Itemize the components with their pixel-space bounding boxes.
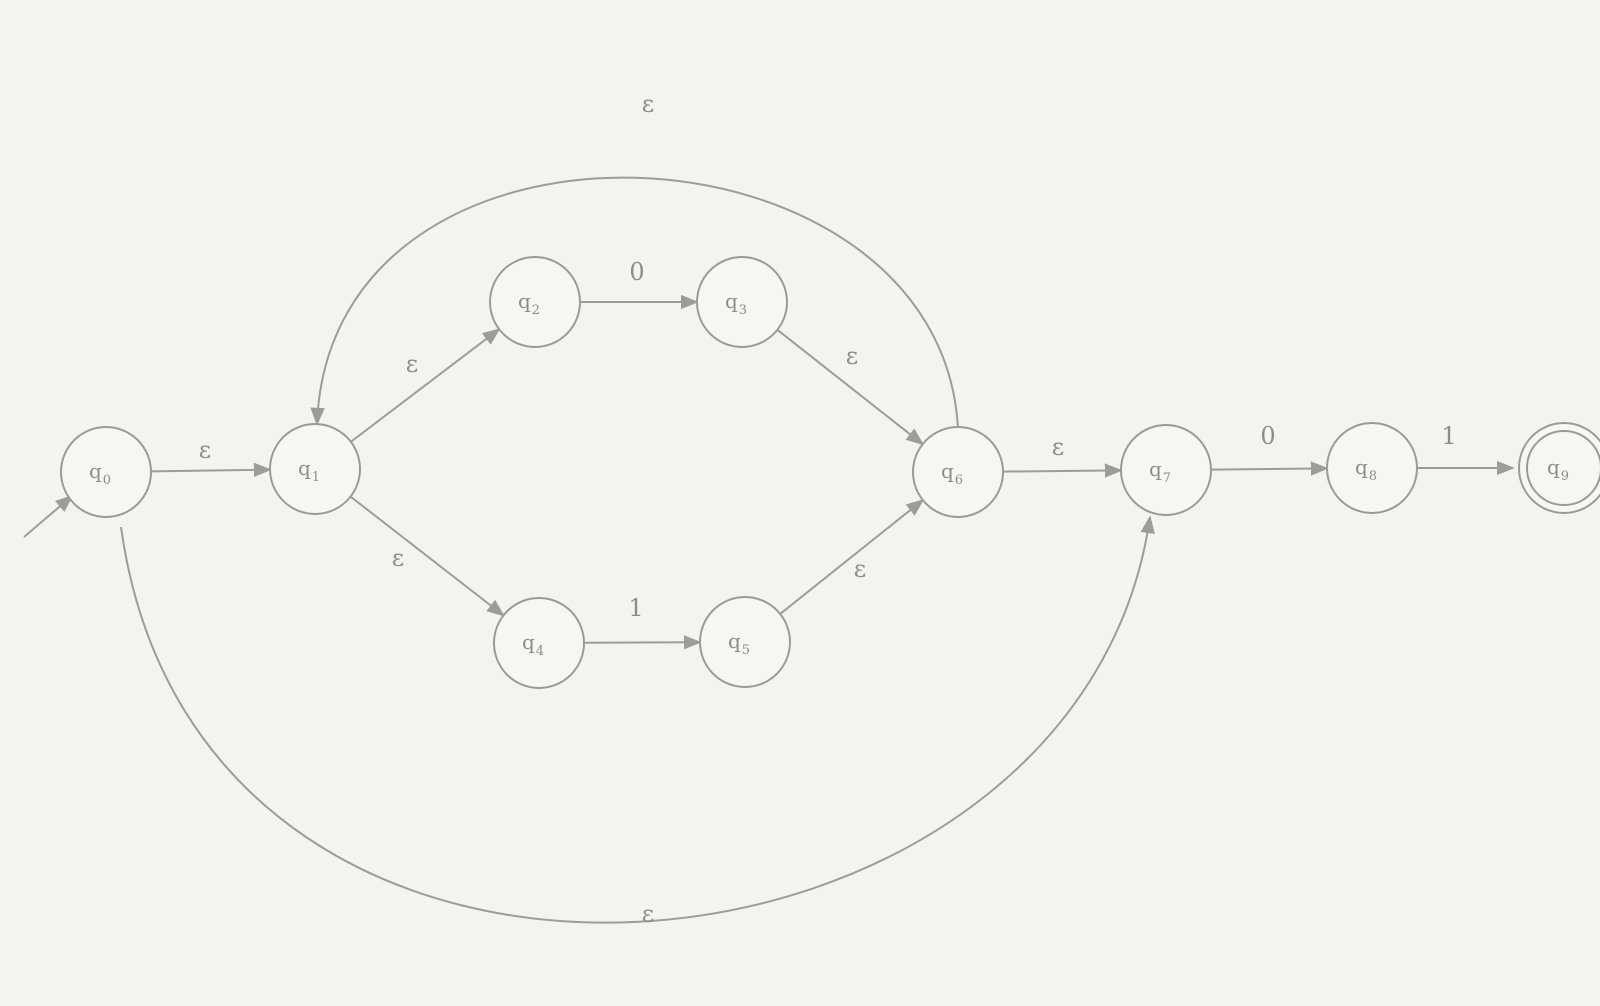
state-q7: q7 (1120, 424, 1212, 516)
state-circle-q2 (489, 256, 581, 348)
state-circle-q4 (493, 597, 585, 689)
state-label-q6: q6 (941, 459, 963, 488)
state-label-subscript: 8 (1369, 469, 1377, 484)
transition-label-q1-q4: ε (392, 544, 404, 572)
state-q0: q0 (60, 426, 152, 518)
transition-labels-layer: ε ε ε 0 1 ε ε ε ε ε 0 1 (199, 90, 1457, 928)
state-label-q5: q5 (728, 629, 750, 658)
state-label-base: q (725, 289, 738, 313)
state-circle-q7 (1120, 424, 1212, 516)
state-label-base: q (1547, 455, 1560, 479)
state-label-subscript: 0 (103, 473, 111, 488)
transition-label-q6-q1: ε (642, 90, 654, 118)
state-label-subscript: 7 (1163, 471, 1171, 486)
transition-label-q0-q1: ε (199, 436, 211, 464)
state-label-q1: q1 (298, 456, 320, 485)
state-label-q0: q0 (89, 459, 111, 488)
accept-ring-q9 (1526, 430, 1600, 506)
state-q2: q2 (489, 256, 581, 348)
state-circle-q8 (1326, 422, 1418, 514)
transition-arrow-q5-q6 (779, 498, 925, 615)
state-label-subscript: 2 (532, 303, 540, 318)
state-circle-q3 (696, 256, 788, 348)
state-label-base: q (89, 459, 102, 483)
state-label-q3: q3 (725, 289, 747, 318)
transition-label-q7-q8: 0 (1260, 422, 1275, 450)
state-label-base: q (1149, 457, 1162, 481)
state-circle-q1 (269, 423, 361, 515)
transition-label-q2-q3: 0 (629, 258, 644, 286)
state-label-subscript: 5 (742, 643, 750, 658)
transition-label-q3-q6: ε (846, 342, 858, 370)
transition-label-q4-q5: 1 (628, 594, 643, 622)
state-label-base: q (522, 630, 535, 654)
state-circle-q0 (60, 426, 152, 518)
state-label-base: q (728, 629, 741, 653)
state-label-base: q (941, 459, 954, 483)
transition-arrow-q6-q1 (310, 176, 959, 429)
state-label-base: q (298, 456, 311, 480)
transition-arrow-q7-q8 (1210, 461, 1329, 476)
state-label-base: q (518, 289, 531, 313)
state-q1: q1 (269, 423, 361, 515)
state-circle-q6 (912, 426, 1004, 518)
state-q3: q3 (696, 256, 788, 348)
transition-arrow-q3-q6 (776, 329, 925, 446)
state-q8: q8 (1326, 422, 1418, 514)
state-label-subscript: 4 (536, 644, 544, 659)
state-q9: q9 (1518, 422, 1600, 514)
state-circle-q5 (699, 596, 791, 688)
state-label-subscript: 6 (955, 473, 963, 488)
transition-arrow-q0-q7 (120, 515, 1155, 924)
transition-arrow-q1-q2 (350, 328, 501, 443)
state-q5: q5 (699, 596, 791, 688)
state-label-q2: q2 (518, 289, 540, 318)
transition-arrow-q4-q5 (583, 635, 702, 650)
state-label-base: q (1355, 455, 1368, 479)
transition-label-q8-q9: 1 (1441, 422, 1456, 450)
state-q4: q4 (493, 597, 585, 689)
state-label-q4: q4 (522, 630, 544, 659)
transition-label-q1-q2: ε (406, 350, 418, 378)
transition-arrow-q1-q4 (349, 495, 505, 617)
transition-arrow-q6-q7 (1002, 463, 1123, 478)
transition-arrow-q0-q1 (150, 462, 272, 478)
transition-label-q0-q7: ε (642, 900, 654, 928)
transition-label-q6-q7: ε (1052, 433, 1064, 461)
start-arrow (23, 494, 74, 538)
transition-label-q5-q6: ε (854, 555, 866, 583)
state-label-subscript: 3 (739, 303, 747, 318)
state-q6: q6 (912, 426, 1004, 518)
state-label-q9: q9 (1547, 455, 1569, 484)
state-label-subscript: 9 (1561, 469, 1569, 484)
state-label-q7: q7 (1149, 457, 1171, 486)
transitions-layer (23, 176, 1515, 924)
state-label-subscript: 1 (312, 470, 320, 485)
state-label-q8: q8 (1355, 455, 1377, 484)
